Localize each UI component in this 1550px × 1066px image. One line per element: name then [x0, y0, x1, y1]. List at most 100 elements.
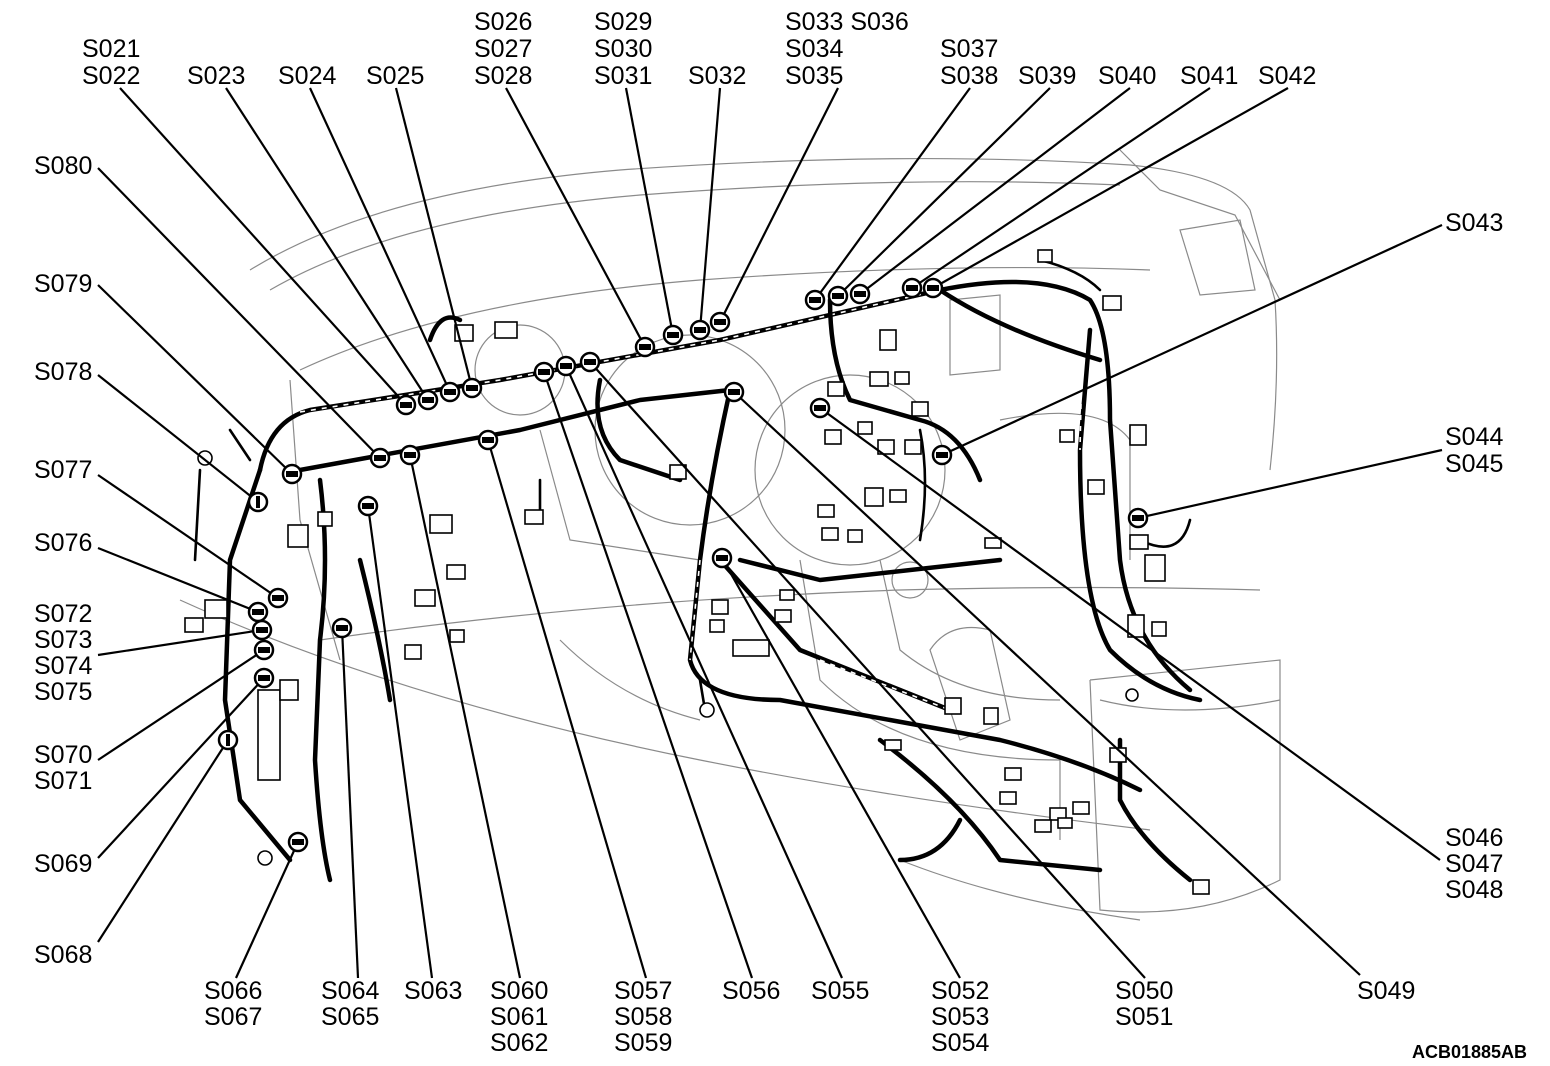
- callout-label: S027: [474, 35, 532, 63]
- connectors: [184, 249, 1210, 895]
- callout-label: S035: [785, 62, 843, 90]
- callout-label: S026: [474, 8, 532, 36]
- callout-label: S059: [614, 1029, 672, 1057]
- callout-label: S033 S036: [785, 8, 909, 36]
- splice-point: [711, 547, 733, 569]
- callout-label: S030: [594, 35, 652, 63]
- splice-point: [287, 831, 309, 853]
- callout-label: S044: [1445, 423, 1503, 451]
- callout-label: S057: [614, 977, 672, 1005]
- splice-point: [461, 377, 483, 399]
- leader-lines: [97, 87, 1443, 979]
- callout-label: S038: [940, 62, 998, 90]
- vehicle-outline: [179, 149, 1281, 921]
- callout-label: S041: [1180, 62, 1238, 90]
- splice-point: [217, 729, 239, 751]
- splice-point: [357, 495, 379, 517]
- callout-label: S052: [931, 977, 989, 1005]
- callout-label: S075: [34, 678, 92, 706]
- callout-label: S022: [82, 62, 140, 90]
- callout-label: S053: [931, 1003, 989, 1031]
- callout-label: S071: [34, 767, 92, 795]
- splice-point: [827, 285, 849, 307]
- splice-point: [662, 324, 684, 346]
- splice-point: [809, 397, 831, 419]
- splice-point: [533, 361, 555, 383]
- splice-point: [723, 381, 745, 403]
- callout-label: S029: [594, 8, 652, 36]
- callout-label: S069: [34, 850, 92, 878]
- splice-point: [251, 619, 273, 641]
- splice-point: [417, 389, 439, 411]
- splice-point: [247, 601, 269, 623]
- callout-label: S024: [278, 62, 336, 90]
- figure-code: ACB01885AB: [1412, 1042, 1527, 1062]
- splice-point: [555, 355, 577, 377]
- main-harness: [193, 258, 1203, 883]
- callout-label: S078: [34, 358, 92, 386]
- callout-label: S021: [82, 35, 140, 63]
- callout-label: S070: [34, 741, 92, 769]
- callout-label: S076: [34, 529, 92, 557]
- callout-label: S043: [1445, 209, 1503, 237]
- callout-label: S079: [34, 270, 92, 298]
- splice-point: [689, 319, 711, 341]
- splice-point: [253, 667, 275, 689]
- callout-label: S051: [1115, 1003, 1173, 1031]
- callout-label: S062: [490, 1029, 548, 1057]
- callout-label: S063: [404, 977, 462, 1005]
- callout-label: S040: [1098, 62, 1156, 90]
- splice-point: [331, 617, 353, 639]
- callout-label: S046: [1445, 824, 1503, 852]
- splice-point: [1127, 507, 1149, 529]
- splice-point: [931, 444, 953, 466]
- splice-point: [267, 587, 289, 609]
- splice-point: [804, 289, 826, 311]
- callout-label: S068: [34, 941, 92, 969]
- callout-label: S061: [490, 1003, 548, 1031]
- splice-point: [849, 283, 871, 305]
- callout-label: S066: [204, 977, 262, 1005]
- callout-label: S045: [1445, 450, 1503, 478]
- splice-point: [247, 491, 269, 513]
- callout-label: S064: [321, 977, 379, 1005]
- callout-label: S031: [594, 62, 652, 90]
- callout-label: S055: [811, 977, 869, 1005]
- callout-label: S065: [321, 1003, 379, 1031]
- splice-point: [439, 381, 461, 403]
- callout-label: S058: [614, 1003, 672, 1031]
- splice-point: [281, 463, 303, 485]
- callout-label: S060: [490, 977, 548, 1005]
- callout-label: S028: [474, 62, 532, 90]
- splice-point: [922, 277, 944, 299]
- callout-label: S042: [1258, 62, 1316, 90]
- callout-label: S067: [204, 1003, 262, 1031]
- callout-label: S054: [931, 1029, 989, 1057]
- callout-label: S048: [1445, 876, 1503, 904]
- callout-label: S077: [34, 456, 92, 484]
- splice-point: [901, 277, 923, 299]
- callout-label: S034: [785, 35, 843, 63]
- splice-point: [399, 444, 421, 466]
- callout-label: S056: [722, 977, 780, 1005]
- splice-point: [709, 311, 731, 333]
- callout-label: S025: [366, 62, 424, 90]
- callout-label: S072: [34, 600, 92, 628]
- callout-labels: S021 S022 S023 S024 S025 S026 S027 S028 …: [34, 8, 1503, 1057]
- callout-label: S037: [940, 35, 998, 63]
- callout-label: S073: [34, 626, 92, 654]
- callout-label: S049: [1357, 977, 1415, 1005]
- callout-label: S023: [187, 62, 245, 90]
- callout-label: S032: [688, 62, 746, 90]
- callout-label: S050: [1115, 977, 1173, 1005]
- splice-point: [369, 447, 391, 469]
- callout-label: S047: [1445, 850, 1503, 878]
- callout-label: S080: [34, 152, 92, 180]
- splice-point: [395, 394, 417, 416]
- splice-point: [579, 351, 601, 373]
- callout-label: S039: [1018, 62, 1076, 90]
- splice-point: [634, 336, 656, 358]
- callout-label: S074: [34, 652, 92, 680]
- splice-point: [253, 639, 275, 661]
